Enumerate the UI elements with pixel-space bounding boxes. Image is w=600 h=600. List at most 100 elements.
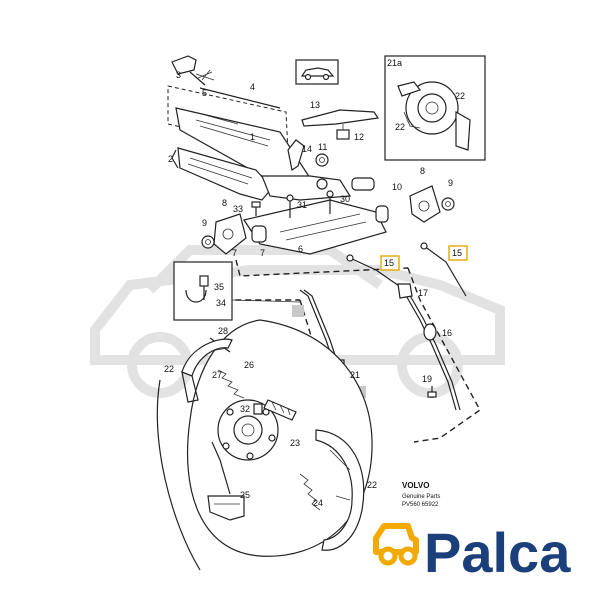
cable-clip-17 xyxy=(397,283,413,299)
cable-15-right-end xyxy=(423,245,467,297)
ref-9-right: 9 xyxy=(448,178,453,188)
ref-22-inset-left: 22 xyxy=(395,122,405,132)
ref-17: 17 xyxy=(418,288,428,298)
release-rod-end xyxy=(189,71,206,86)
ref-15-right-box: 15 xyxy=(448,245,468,261)
inset-clip-loop xyxy=(185,289,207,303)
ref-6: 6 xyxy=(298,244,303,254)
ref-9-left: 9 xyxy=(202,218,207,228)
reference-numbers: 3 5 4 1 2 13 12 11 14 10 21a 22 22 8 9 8… xyxy=(164,58,465,508)
ref-3: 3 xyxy=(176,70,181,80)
lever-pivot-bracket xyxy=(261,175,352,201)
washer-left xyxy=(201,235,215,249)
pivot-bolt xyxy=(316,178,328,190)
ref-22-inset-right: 22 xyxy=(455,91,465,101)
grip-end xyxy=(171,149,179,169)
ref-8-left: 8 xyxy=(222,198,227,208)
hub-center xyxy=(233,415,263,445)
brand-name: VOLVO xyxy=(402,481,429,490)
palca-logo: Palca xyxy=(373,521,571,584)
bracket-25 xyxy=(207,495,245,521)
ref-13: 13 xyxy=(310,100,320,110)
ref-5: 5 xyxy=(202,88,207,98)
ref-26: 26 xyxy=(244,360,254,370)
vehicle-icon-box xyxy=(295,59,339,85)
cam-lever-right xyxy=(409,185,441,223)
pivot-tube xyxy=(351,177,375,191)
ref-15-left-box: 15 xyxy=(380,255,400,271)
support-strut xyxy=(301,109,380,127)
ref-34: 34 xyxy=(216,298,226,308)
inset-cable-clip xyxy=(173,261,301,321)
ref-7-right: 7 xyxy=(260,248,265,258)
cable-equalizer-mount xyxy=(201,185,455,255)
ref-10: 10 xyxy=(392,182,402,192)
ref-14: 14 xyxy=(302,144,312,154)
ref-1: 1 xyxy=(250,132,255,142)
bushing-left xyxy=(251,225,267,243)
spring-26 xyxy=(217,369,245,399)
ref-35: 35 xyxy=(214,282,224,292)
ref-23: 23 xyxy=(290,438,300,448)
lever-grip xyxy=(177,147,273,201)
palca-van-icon xyxy=(373,523,419,555)
palca-logo-text: Palca xyxy=(424,521,571,584)
lever-knob xyxy=(171,55,197,75)
cable-15-left-end xyxy=(349,257,403,289)
lever-slot xyxy=(204,114,239,125)
ref-21a: 21a xyxy=(387,58,402,68)
release-spring xyxy=(195,69,215,81)
handbrake-lever-assembly xyxy=(167,55,380,201)
brake-shoe-left xyxy=(181,338,233,377)
adjuster-23 xyxy=(263,399,297,421)
cable-grommet-16 xyxy=(423,323,437,341)
ref-16: 16 xyxy=(442,328,452,338)
marker-square-1 xyxy=(292,305,304,317)
boundary-dash-mid xyxy=(221,289,300,301)
ref-11: 11 xyxy=(318,142,327,152)
grip-texture xyxy=(187,157,253,185)
volvo-genuine-parts-label: VOLVO Genuine Parts PV560 65922 xyxy=(402,481,440,508)
ref-8-right: 8 xyxy=(420,166,425,176)
ref-25: 25 xyxy=(240,490,250,500)
inset-shoe-right xyxy=(455,110,471,151)
ref-27: 27 xyxy=(212,370,222,380)
ref-22-right: 22 xyxy=(367,480,377,490)
lever-mount-plate xyxy=(287,139,305,171)
ref-22-left: 22 xyxy=(164,364,174,374)
strut-nut xyxy=(336,129,350,140)
ref-33: 33 xyxy=(233,204,243,214)
ref-15-left: 15 xyxy=(384,258,394,268)
brand-subtitle: Genuine Parts xyxy=(402,494,440,500)
boundary-dash-upper xyxy=(235,259,409,277)
washer-right xyxy=(441,197,455,211)
release-rod xyxy=(199,87,281,109)
ref-32: 32 xyxy=(240,404,250,414)
inset-rear-hub-detail xyxy=(384,55,486,161)
lever-body-detail xyxy=(195,119,271,147)
cable-right-run-outer xyxy=(407,291,461,411)
ref-21: 21 xyxy=(350,370,360,380)
ref-31: 31 xyxy=(297,200,307,210)
spring-24 xyxy=(299,473,321,511)
cable-right-run xyxy=(403,291,457,411)
ref-2: 2 xyxy=(168,154,173,164)
ref-28: 28 xyxy=(218,326,228,336)
ref-19: 19 xyxy=(422,374,432,384)
lever-32 xyxy=(253,403,263,415)
ref-7-left: 7 xyxy=(232,248,237,258)
bushing-right xyxy=(375,205,389,223)
ref-24: 24 xyxy=(313,498,323,508)
wheel-arc xyxy=(156,379,201,571)
brand-code: PV560 65922 xyxy=(402,502,439,508)
boundary-dash-right xyxy=(407,267,481,443)
ref-15-right: 15 xyxy=(452,248,462,258)
inset-shoe-top xyxy=(397,81,421,97)
ratchet-gear xyxy=(315,153,329,167)
ref-12: 12 xyxy=(354,132,364,142)
ref-4: 4 xyxy=(250,82,255,92)
rear-brake-assembly xyxy=(156,319,373,571)
ref-30: 30 xyxy=(340,194,350,204)
bracket-25-arm xyxy=(211,441,231,495)
